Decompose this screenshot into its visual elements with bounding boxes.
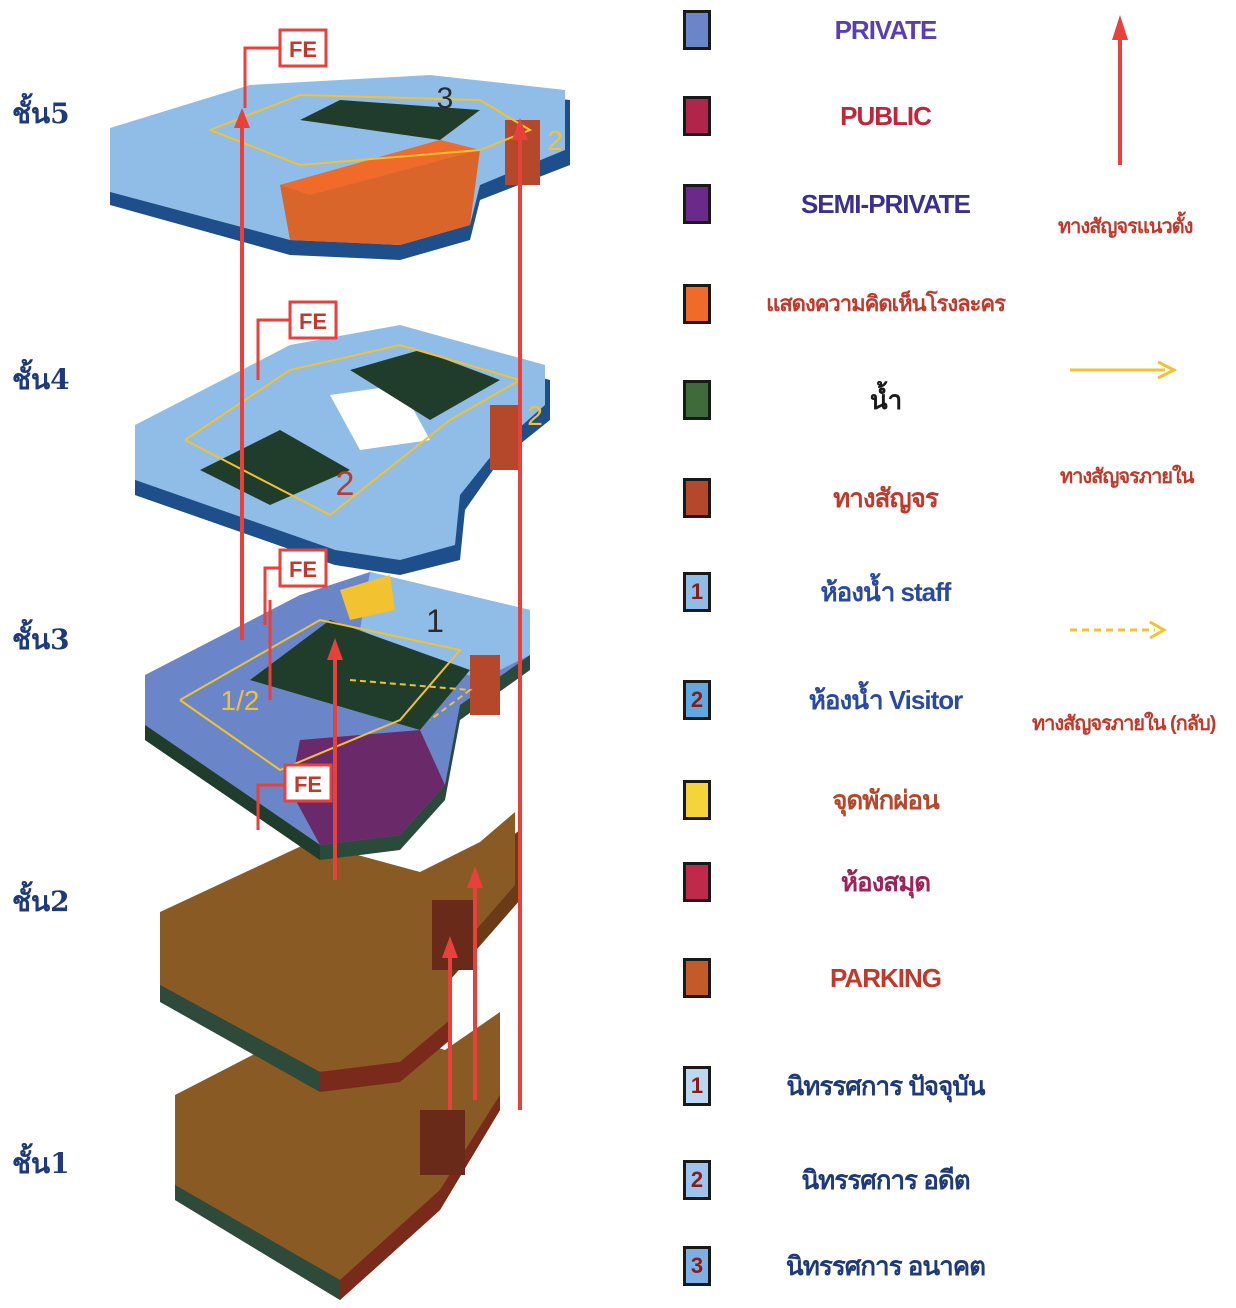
legend-label: น้ำ xyxy=(753,380,1018,420)
legend-arrow-horizontal xyxy=(1070,362,1174,378)
legend-label: ห้องสมุด xyxy=(753,862,1018,902)
legend-row: ห้องสมุด xyxy=(683,862,1083,906)
legend-label: PUBLIC xyxy=(753,96,1018,136)
legend-swatch xyxy=(683,862,711,902)
legend-swatch: 1 xyxy=(683,572,711,612)
floor-4-slab xyxy=(135,325,550,575)
legend-arrow-dashed xyxy=(1070,622,1164,638)
zone-number-1-floor3: 1 xyxy=(426,603,444,639)
legend-arrow-vertical xyxy=(1112,15,1128,165)
floor-label-3: ชั้น3 xyxy=(12,618,70,662)
legend-label: ห้องน้ำ Visitor xyxy=(753,680,1018,720)
legend-swatch: 2 xyxy=(683,680,711,720)
legend-row: PRIVATE xyxy=(683,10,1083,54)
toilet-number-floor3: 1/2 xyxy=(221,685,260,716)
legend-label: PARKING xyxy=(753,958,1018,998)
legend-label: ห้องน้ำ staff xyxy=(753,572,1018,612)
arrow-label-horizontal: ทางสัญจรภายใน xyxy=(1060,460,1193,492)
legend-row: ทางสัญจร xyxy=(683,478,1083,522)
legend-row: 2 ห้องน้ำ Visitor xyxy=(683,680,1083,724)
zone-number-2-floor4: 2 xyxy=(336,465,355,503)
legend-row: 3 นิทรรศการ อนาคต xyxy=(683,1246,1083,1290)
legend-swatch xyxy=(683,96,711,136)
legend-swatch xyxy=(683,184,711,224)
legend-row: PUBLIC xyxy=(683,96,1083,140)
legend-row: น้ำ xyxy=(683,380,1083,424)
legend-row: 2 นิทรรศการ อดีต xyxy=(683,1160,1083,1204)
legend-swatch: 3 xyxy=(683,1246,711,1286)
legend-label: จุดพักผ่อน xyxy=(753,780,1018,820)
legend-label: นิทรรศการ อนาคต xyxy=(753,1246,1018,1286)
legend-row: แสดงความคิดเห็นโรงละคร xyxy=(683,284,1083,328)
legend-row: SEMI-PRIVATE xyxy=(683,184,1083,228)
legend-row: จุดพักผ่อน xyxy=(683,780,1083,824)
svg-text:FE: FE xyxy=(294,772,322,797)
legend-row: 1 นิทรรศการ ปัจจุบัน xyxy=(683,1066,1083,1110)
legend-swatch xyxy=(683,10,711,50)
legend-swatch: 1 xyxy=(683,1066,711,1106)
floor-label-2: ชั้น2 xyxy=(12,880,70,924)
floor-label-5: ชั้น5 xyxy=(12,92,70,136)
legend-label: นิทรรศการ อดีต xyxy=(753,1160,1018,1200)
legend-swatch xyxy=(683,780,711,820)
legend-row: 1 ห้องน้ำ staff xyxy=(683,572,1083,616)
arrow-label-vertical: ทางสัญจรแนวตั้ง xyxy=(1058,210,1192,242)
toilet-number-floor5: 2 xyxy=(547,125,563,156)
floor-label-1: ชั้น1 xyxy=(12,1142,70,1186)
floor-label-4: ชั้น4 xyxy=(12,358,70,402)
svg-text:FE: FE xyxy=(299,309,327,334)
legend-label: PRIVATE xyxy=(753,10,1018,50)
arrow-label-dashed: ทางสัญจรภายใน (กลับ) xyxy=(1032,707,1215,739)
legend-label: SEMI-PRIVATE xyxy=(753,184,1018,224)
legend-swatch xyxy=(683,478,711,518)
legend-label: ทางสัญจร xyxy=(753,478,1018,518)
legend-label: นิทรรศการ ปัจจุบัน xyxy=(753,1066,1018,1106)
floor-5-slab xyxy=(110,75,570,260)
zone-number-3-floor5: 3 xyxy=(437,82,454,115)
svg-text:FE: FE xyxy=(289,37,317,62)
toilet-number-floor4: 2 xyxy=(527,400,543,431)
legend-swatch xyxy=(683,284,711,324)
legend-label: แสดงความคิดเห็นโรงละคร xyxy=(753,284,1018,324)
legend-row: PARKING xyxy=(683,958,1083,1002)
legend-swatch xyxy=(683,380,711,420)
legend-swatch xyxy=(683,958,711,998)
svg-text:FE: FE xyxy=(289,557,317,582)
legend-swatch: 2 xyxy=(683,1160,711,1200)
